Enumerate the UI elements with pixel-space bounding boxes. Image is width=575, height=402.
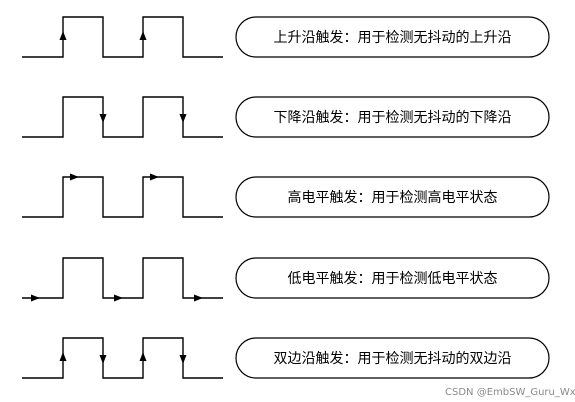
arrow-head xyxy=(99,114,107,123)
arrow-head xyxy=(139,31,147,40)
watermark: CSDN @EmbSW_Guru_Wx xyxy=(445,387,575,398)
arrow-head xyxy=(139,352,147,361)
label-box xyxy=(235,176,550,218)
trigger-row: 上升沿触发：用于检测无抖动的上升沿 xyxy=(22,16,550,58)
arrow-head xyxy=(179,355,187,364)
trigger-label: 下降沿触发：用于检测无抖动的下降沿 xyxy=(274,110,512,126)
label-box xyxy=(235,96,550,138)
arrow-head xyxy=(59,31,67,40)
trigger-row: 下降沿触发：用于检测无抖动的下降沿 xyxy=(22,96,550,138)
arrow-head xyxy=(194,294,203,302)
label-box xyxy=(235,16,550,58)
trigger-row: 低电平触发：用于检测低电平状态 xyxy=(22,257,550,302)
label-box xyxy=(235,337,550,379)
square-waveform xyxy=(22,16,223,58)
square-waveform xyxy=(22,176,223,218)
square-waveform xyxy=(22,257,223,299)
label-box xyxy=(235,257,550,299)
arrow-head xyxy=(179,114,187,123)
trigger-label: 双边沿触发：用于检测无抖动的双边沿 xyxy=(274,351,512,367)
square-waveform xyxy=(22,337,223,379)
trigger-label: 上升沿触发：用于检测无抖动的上升沿 xyxy=(274,30,512,46)
arrow-head xyxy=(59,352,67,361)
arrow-head xyxy=(150,173,159,181)
arrow-head xyxy=(114,294,123,302)
trigger-label: 低电平触发：用于检测低电平状态 xyxy=(288,271,498,287)
arrow-head xyxy=(31,294,40,302)
square-waveform xyxy=(22,96,223,138)
arrow-head xyxy=(99,355,107,364)
trigger-row: 双边沿触发：用于检测无抖动的双边沿 xyxy=(22,337,550,379)
trigger-label: 高电平触发：用于检测高电平状态 xyxy=(288,189,498,206)
arrow-head xyxy=(70,173,79,181)
trigger-row: 高电平触发：用于检测高电平状态 xyxy=(22,173,550,218)
